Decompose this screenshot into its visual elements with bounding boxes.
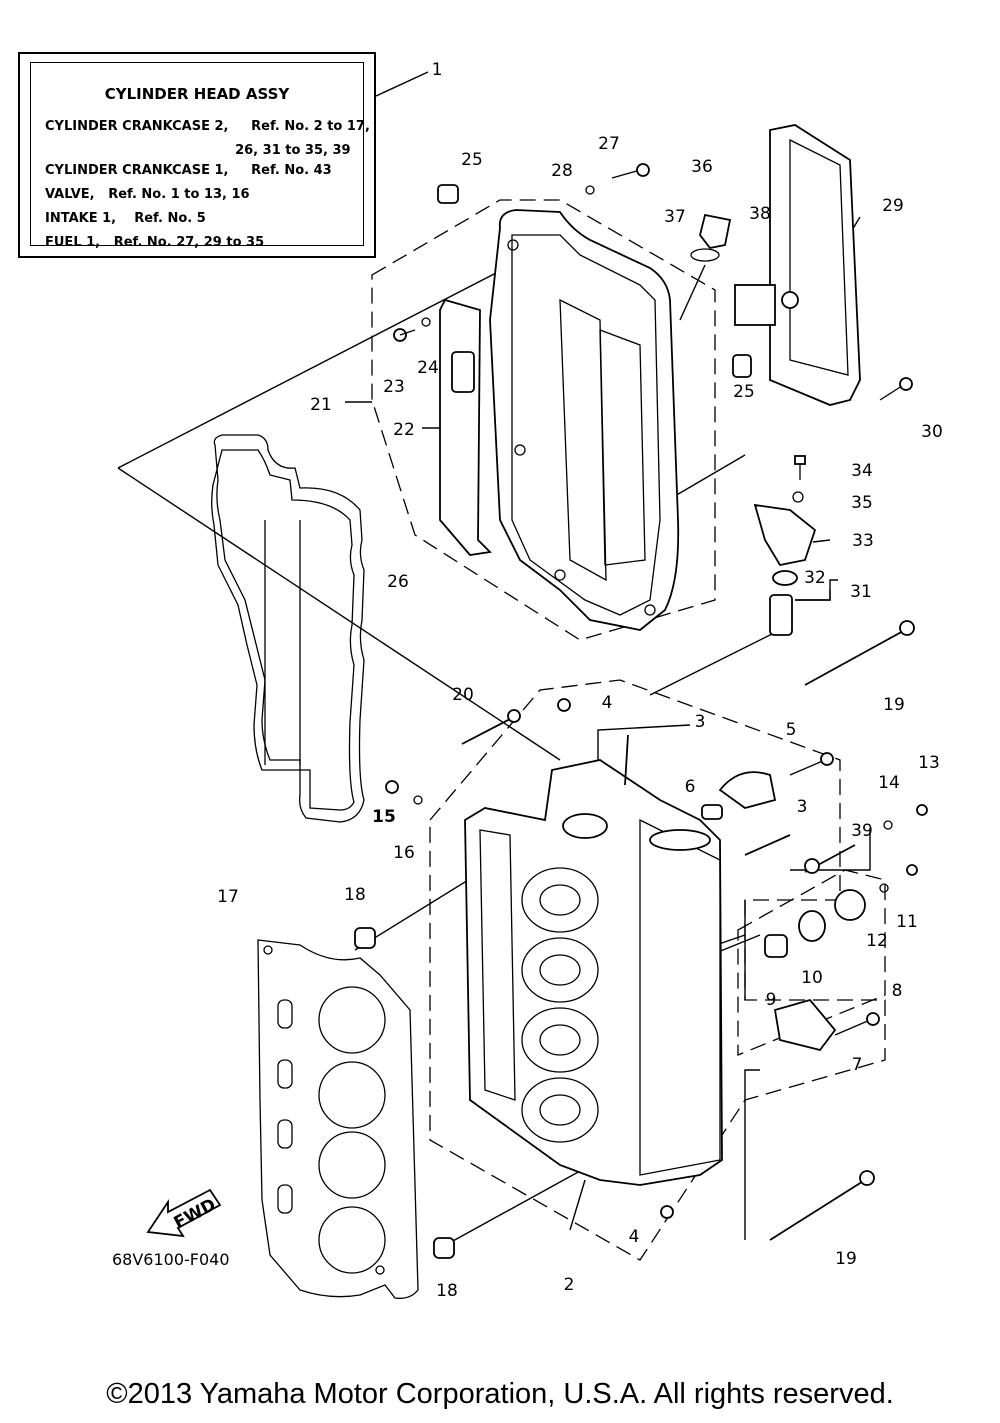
copyright-footer: ©2013 Yamaha Motor Corporation, U.S.A. A… bbox=[106, 1378, 894, 1410]
part-number-label: 25 bbox=[461, 150, 483, 170]
part-number-label: 10 bbox=[801, 968, 823, 988]
part-number-label: 18 bbox=[436, 1281, 458, 1301]
part-number-label: 11 bbox=[896, 912, 918, 932]
part-number-label: 17 bbox=[217, 887, 239, 907]
part-number-label: 3 bbox=[695, 712, 706, 732]
part-number-label: 34 bbox=[851, 461, 873, 481]
part-number-label: 35 bbox=[851, 493, 873, 513]
cylinder-head-cover bbox=[489, 209, 680, 631]
legend-inner-frame: CYLINDER HEAD ASSY CYLINDER CRANKCASE 2,… bbox=[30, 62, 370, 250]
legend-line: 26, 31 to 35, 39 bbox=[45, 143, 351, 158]
legend-line: CYLINDER CRANKCASE 1, Ref. No. 43 bbox=[45, 163, 332, 178]
part-number-label: 5 bbox=[786, 720, 797, 740]
legend-line: CYLINDER CRANKCASE 2, Ref. No. 2 to 17, bbox=[45, 119, 370, 134]
part-number-label: 23 bbox=[383, 377, 405, 397]
part-number-label: 15 bbox=[372, 807, 396, 827]
part-number-label: 38 bbox=[749, 204, 771, 224]
part-number-label: 24 bbox=[417, 358, 439, 378]
part-number-label: 25 bbox=[733, 382, 755, 402]
part-number-label: 12 bbox=[866, 931, 888, 951]
part-number-label: 31 bbox=[850, 582, 872, 602]
part-number-label: 16 bbox=[393, 843, 415, 863]
part-number-label: 28 bbox=[551, 161, 573, 181]
part-number-label: 14 bbox=[878, 773, 900, 793]
part-number-label: 19 bbox=[835, 1249, 857, 1269]
part-number-label: 26 bbox=[387, 572, 409, 592]
part-number-label: 4 bbox=[629, 1227, 640, 1247]
legend-line: FUEL 1, Ref. No. 27, 29 to 35 bbox=[45, 235, 265, 250]
fuel-bracket bbox=[769, 124, 861, 406]
fwd-arrow-icon: FWD bbox=[146, 1188, 222, 1238]
part-number-label: 18 bbox=[344, 885, 366, 905]
part-number-label: 21 bbox=[310, 395, 332, 415]
part-number-label: 7 bbox=[852, 1055, 863, 1075]
cylinder-head bbox=[464, 759, 723, 1186]
legend-title: CYLINDER HEAD ASSY bbox=[104, 85, 290, 103]
part-number-label: 29 bbox=[882, 196, 904, 216]
part-number-label: 1 bbox=[432, 60, 443, 80]
cover-plate bbox=[439, 298, 492, 556]
cylinder-head-gasket bbox=[257, 939, 419, 1299]
part-number-label: 20 bbox=[452, 685, 474, 705]
part-number-label: 27 bbox=[598, 134, 620, 154]
part-number-label: 39 bbox=[851, 821, 873, 841]
head-cover-gasket bbox=[211, 434, 365, 823]
part-number-label: 33 bbox=[852, 531, 874, 551]
part-number-label: 19 bbox=[883, 695, 905, 715]
small-parts bbox=[354, 163, 928, 1259]
diagram-code: 68V6100-F040 bbox=[112, 1250, 230, 1269]
part-number-label: 30 bbox=[921, 422, 943, 442]
part-number-label: 13 bbox=[918, 753, 940, 773]
legend-line: INTAKE 1, Ref. No. 5 bbox=[45, 211, 206, 226]
part-number-label: 4 bbox=[602, 693, 613, 713]
part-number-label: 22 bbox=[393, 420, 415, 440]
part-number-label: 37 bbox=[664, 207, 686, 227]
part-number-label: 3 bbox=[797, 797, 808, 817]
legend-box: CYLINDER HEAD ASSY CYLINDER CRANKCASE 2,… bbox=[18, 52, 376, 258]
part-number-label: 2 bbox=[564, 1275, 575, 1295]
part-number-label: 36 bbox=[691, 157, 713, 177]
part-number-label: 6 bbox=[685, 777, 696, 797]
legend-line: VALVE, Ref. No. 1 to 13, 16 bbox=[45, 187, 250, 202]
part-number-label: 9 bbox=[766, 990, 777, 1010]
part-number-label: 32 bbox=[804, 568, 826, 588]
part-number-label: 8 bbox=[892, 981, 903, 1001]
label-sticker bbox=[734, 284, 776, 326]
